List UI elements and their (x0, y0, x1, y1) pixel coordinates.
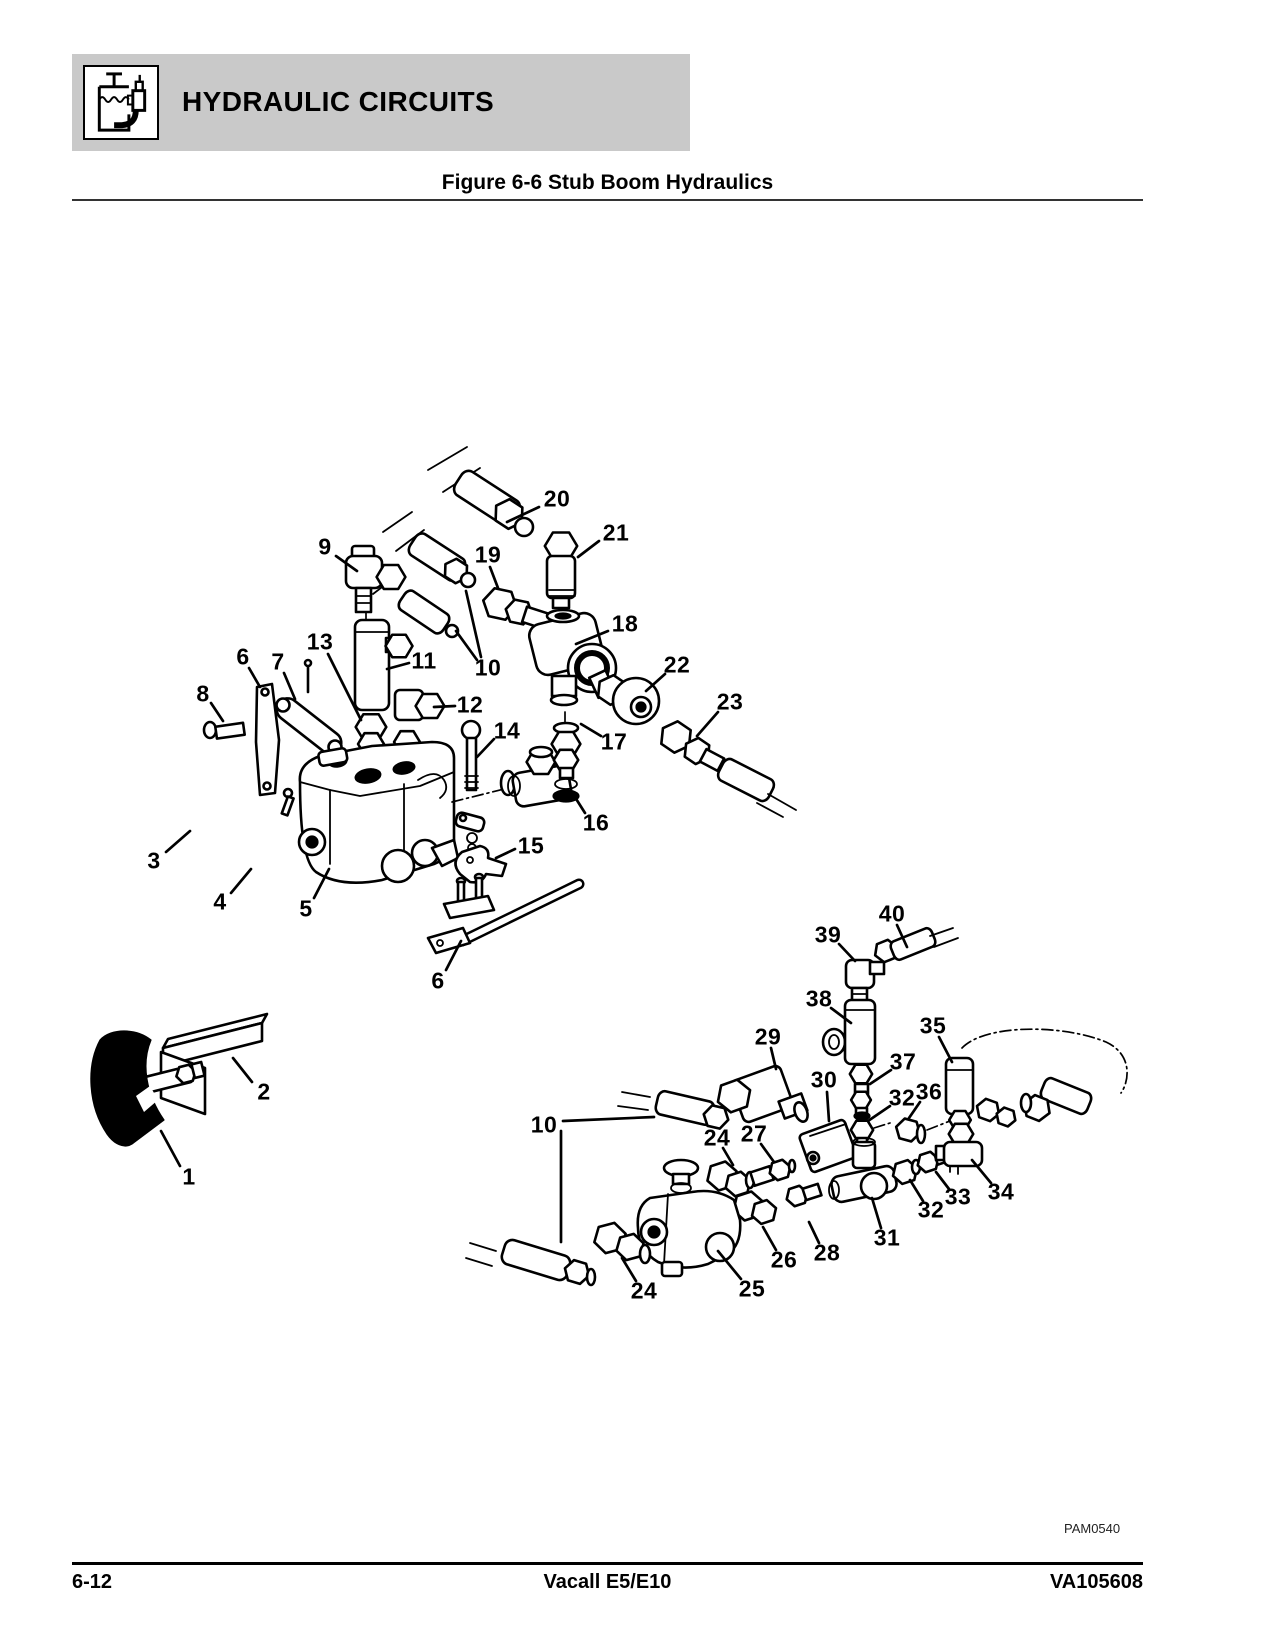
footer-rule (72, 1562, 1143, 1565)
figure-code: PAM0540 (1064, 1521, 1121, 1536)
footer-model: Vacall E5/E10 (543, 1571, 672, 1593)
callout-15: 15 (517, 832, 545, 859)
callout-11: 11 (411, 647, 437, 674)
callout-6-2: 6 (431, 967, 445, 994)
callout-28: 28 (813, 1239, 841, 1266)
callout-29: 29 (754, 1023, 782, 1050)
callout-8: 8 (196, 680, 210, 707)
parts-artwork (90, 446, 1128, 1287)
callout-10: 10 (474, 654, 502, 681)
callout-6: 6 (236, 643, 250, 670)
callout-7: 7 (271, 648, 285, 675)
callout-3: 3 (147, 847, 161, 874)
callout-16: 16 (582, 809, 610, 836)
section-header: HYDRAULIC CIRCUITS (72, 54, 690, 151)
callout-38: 38 (805, 985, 833, 1012)
callout-13: 13 (306, 628, 334, 655)
callout-19: 19 (474, 541, 502, 568)
callout-1: 1 (182, 1163, 196, 1190)
figure-title: Figure 6-6 Stub Boom Hydraulics (441, 171, 774, 194)
callout-25: 25 (738, 1275, 766, 1302)
section-title: HYDRAULIC CIRCUITS (182, 86, 495, 117)
callout-23: 23 (716, 688, 744, 715)
callout-24: 24 (703, 1124, 731, 1151)
callout-12: 12 (456, 691, 484, 718)
page-footer: 6-12 Vacall E5/E10 VA105608 (72, 1571, 1143, 1594)
callout-27: 27 (740, 1120, 768, 1147)
callout-26: 26 (770, 1246, 798, 1273)
callout-18: 18 (611, 610, 639, 637)
callout-9: 9 (318, 533, 332, 560)
footer-page-number: 6-12 (72, 1571, 113, 1593)
callout-21: 21 (602, 519, 630, 546)
callout-37: 37 (889, 1048, 917, 1075)
callout-40: 40 (878, 900, 906, 927)
callout-31: 31 (873, 1224, 901, 1251)
callout-36: 36 (915, 1078, 943, 1105)
callout-32-2: 32 (917, 1196, 945, 1223)
callout-2: 2 (257, 1078, 271, 1105)
callout-4: 4 (213, 888, 227, 915)
callout-leader-lines (159, 505, 993, 1283)
callout-10-2: 10 (530, 1111, 558, 1138)
callout-35: 35 (919, 1012, 947, 1039)
callout-22: 22 (663, 651, 691, 678)
callout-14: 14 (493, 717, 521, 744)
callout-32: 32 (888, 1084, 916, 1111)
callout-33: 33 (944, 1183, 972, 1210)
callout-24-2: 24 (630, 1277, 658, 1304)
hydraulic-reservoir-icon (83, 65, 159, 140)
callout-17: 17 (600, 728, 628, 755)
footer-doc-number: VA105608 (1049, 1571, 1143, 1593)
title-rule (72, 199, 1143, 201)
callout-30: 30 (810, 1066, 838, 1093)
callout-34: 34 (987, 1178, 1015, 1205)
callout-20: 20 (543, 485, 571, 512)
callout-5: 5 (299, 895, 313, 922)
callout-39: 39 (814, 921, 842, 948)
